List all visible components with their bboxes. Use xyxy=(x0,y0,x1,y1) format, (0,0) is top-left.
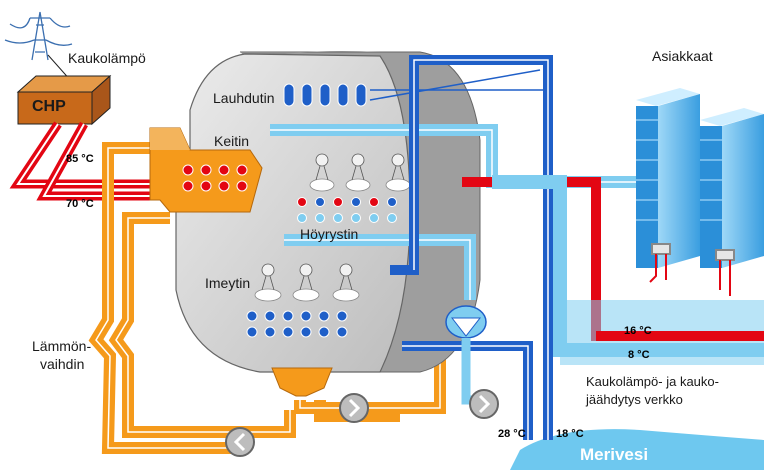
absorber-label: Imeytin xyxy=(205,275,251,291)
spray-nozzles xyxy=(261,153,405,291)
sea-in-temp: 18 °C xyxy=(556,428,584,440)
generator-label: Keitin xyxy=(214,133,250,149)
absorber-tubes xyxy=(246,310,348,338)
evaporator-label: Höyrystin xyxy=(300,226,359,242)
evaporator-tubes xyxy=(297,197,397,223)
building-icon xyxy=(636,88,700,268)
pump-icon xyxy=(469,389,499,419)
condenser-pipes xyxy=(369,69,548,101)
dc-supply-temp: 8 °C xyxy=(628,349,650,361)
building-icon xyxy=(700,108,764,268)
dh-return-temp: 70 °C xyxy=(66,198,94,210)
condenser-tubes xyxy=(283,83,367,107)
cooling-water-pipe-center xyxy=(270,129,764,300)
pump-icon xyxy=(339,393,369,423)
heat-exchanger-label-2: vaihdin xyxy=(40,356,85,372)
dc-return-temp: 16 °C xyxy=(624,325,652,337)
sea-out-temp: 28 °C xyxy=(498,428,526,440)
chp-plant xyxy=(16,74,112,126)
sea-water-line-center xyxy=(402,59,549,440)
sea-label: Merivesi xyxy=(580,445,649,464)
pump-icon xyxy=(225,427,255,457)
network-label-2: jäähdytys verkko xyxy=(586,392,683,407)
power-pylon-icon xyxy=(4,11,73,61)
absorber-sump xyxy=(271,367,333,397)
chp-feed-label: Kaukolämpö xyxy=(68,50,146,66)
customers-label: Asiakkaat xyxy=(652,48,713,64)
chp-label: CHP xyxy=(32,98,66,115)
dh-supply-temp: 85 °C xyxy=(66,153,94,165)
generator-tubes xyxy=(182,164,248,192)
building-connections xyxy=(649,243,735,296)
network-label-1: Kaukolämpö- ja kauko- xyxy=(586,374,719,389)
heat-exchanger-label-1: Lämmön- xyxy=(32,338,92,354)
sea-water xyxy=(510,429,764,470)
condenser-label: Lauhdutin xyxy=(213,90,275,106)
steam-icon xyxy=(254,178,411,302)
